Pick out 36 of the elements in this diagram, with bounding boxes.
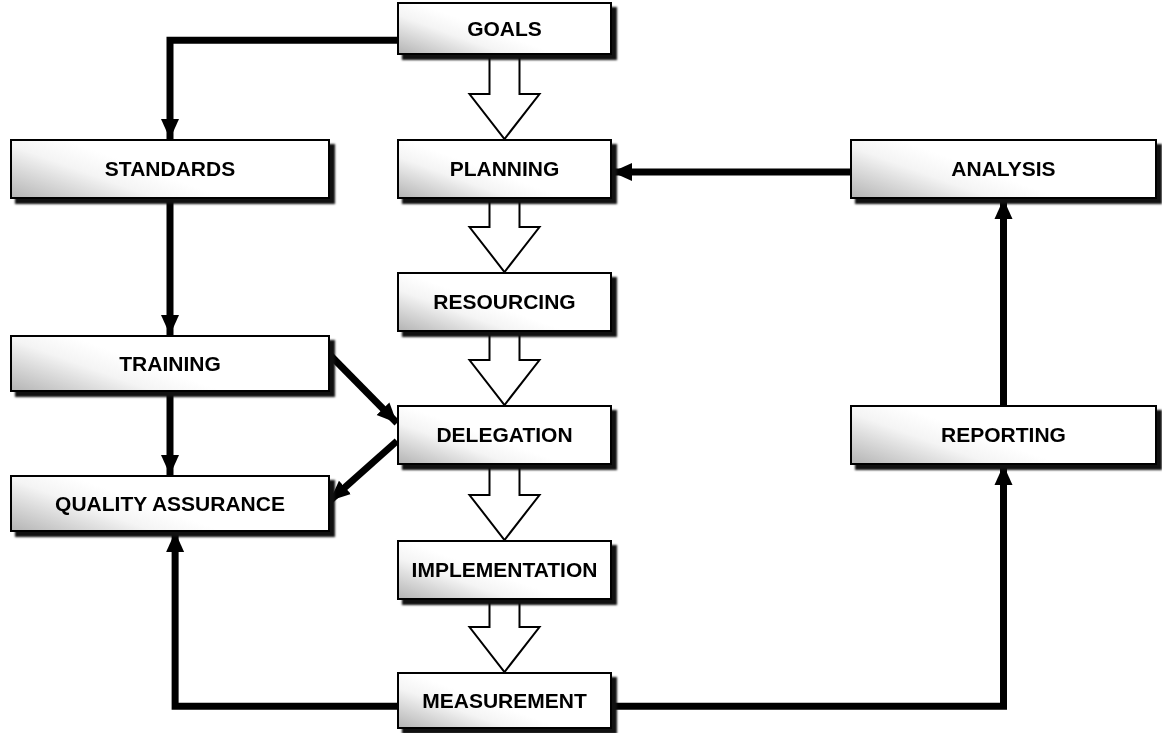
arrow [166,532,397,710]
block-arrow [467,198,542,274]
process-box [850,139,1157,199]
box-label: GOALS [467,16,542,41]
process-box [397,139,612,199]
box-label: REPORTING [941,423,1066,447]
arrow [994,199,1013,405]
arrow [161,199,179,335]
process-box [397,272,612,332]
box-label: RESOURCING [433,290,576,314]
process-box [397,2,612,55]
box-label: TRAINING [119,351,221,376]
box-label: DELEGATION [436,423,573,447]
arrow [327,352,400,426]
box-label: MEASUREMENT [422,688,587,713]
block-arrow [467,331,542,407]
block-arrow [467,464,542,542]
box-label: STANDARDS [104,157,236,181]
process-box [397,405,612,465]
arrow [327,438,400,504]
box-label: ANALYSIS [951,157,1056,181]
process-box [397,540,612,600]
block-arrow [467,599,542,674]
process-box [10,335,330,392]
process-box [397,672,612,729]
process-box [850,405,1157,465]
process-box [10,475,330,532]
box-label: IMPLEMENTATION [411,558,598,582]
arrow [612,465,1013,710]
process-box [10,139,330,199]
box-label: QUALITY ASSURANCE [55,491,285,516]
arrow [612,163,850,181]
box-label: PLANNING [449,157,560,181]
block-arrow [467,54,542,141]
arrow [161,392,179,475]
arrow [161,36,397,139]
